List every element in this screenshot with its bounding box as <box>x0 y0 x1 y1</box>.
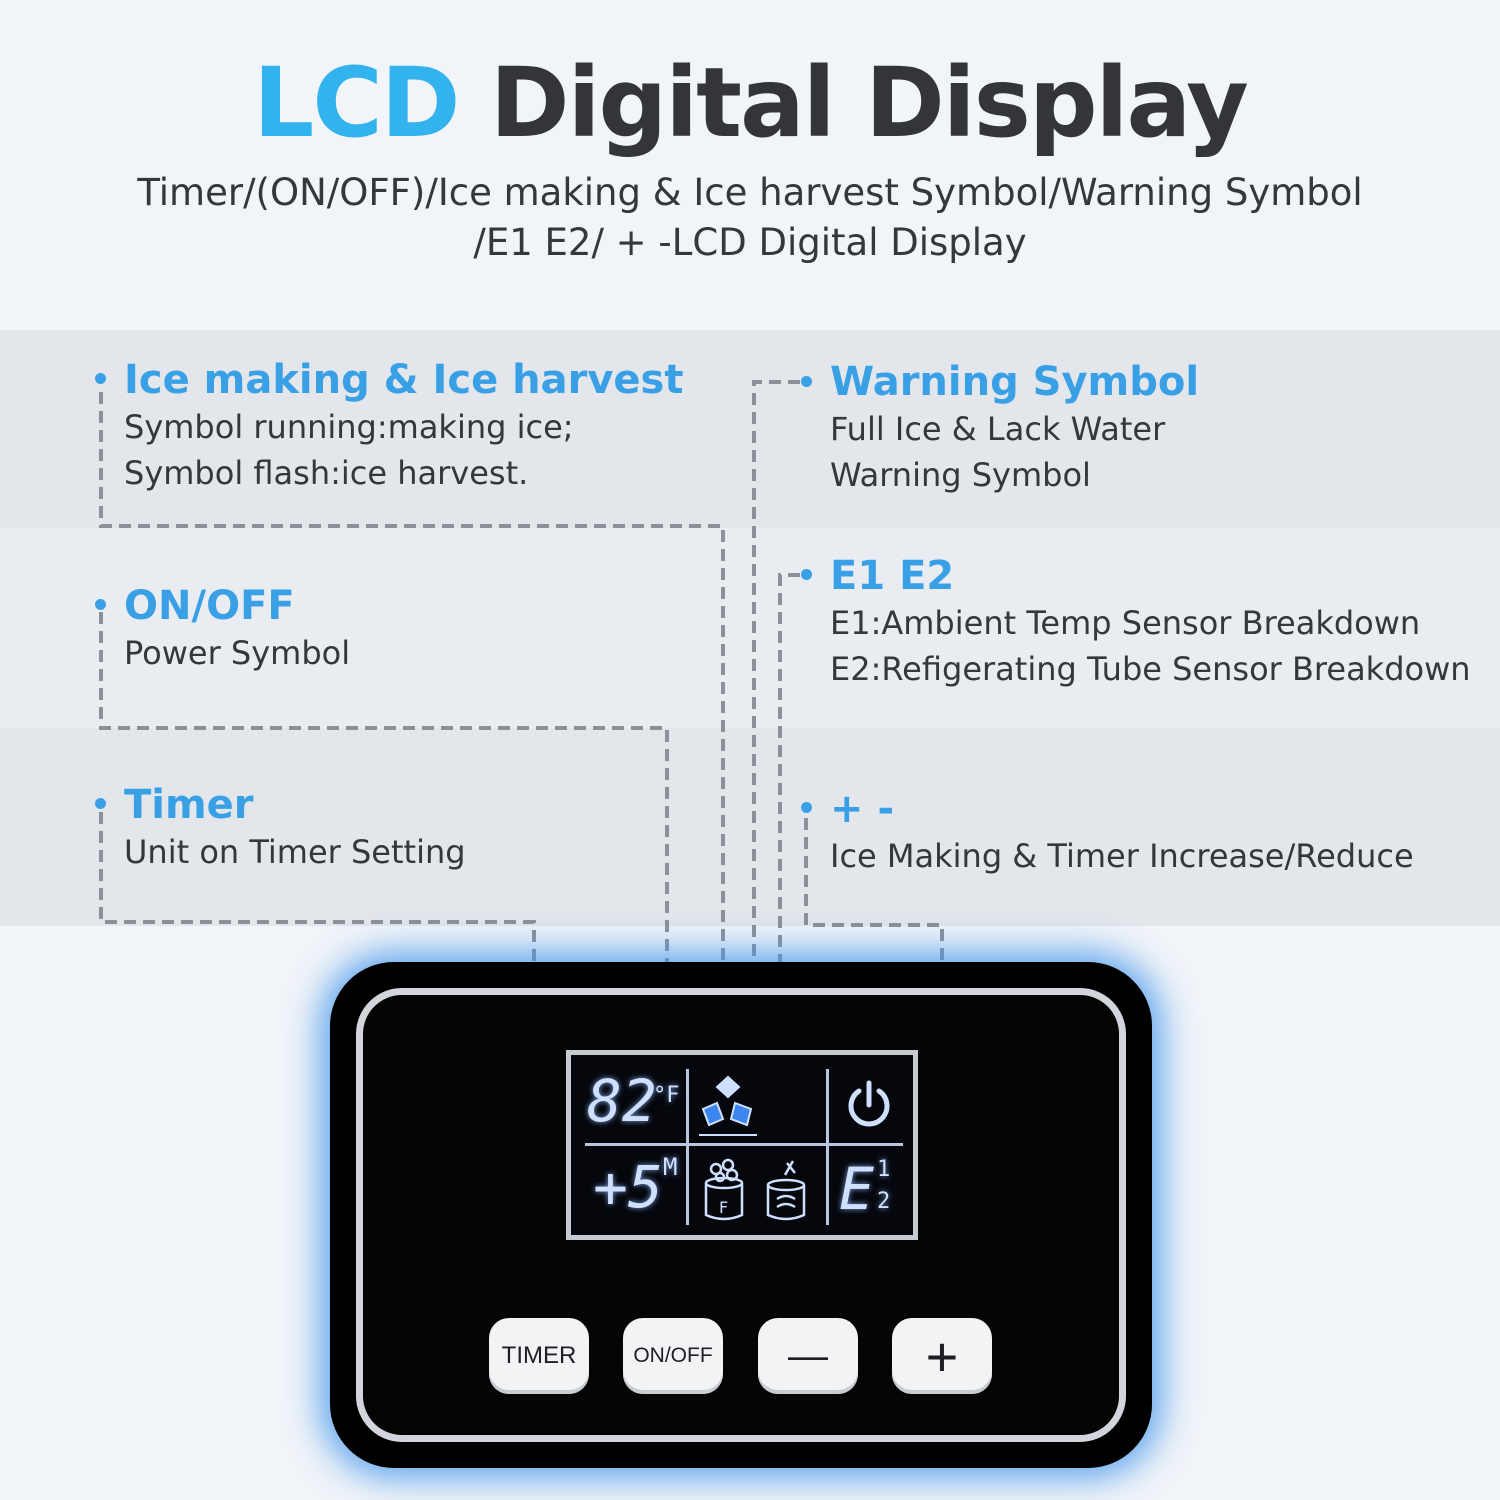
subtitle-line-2: /E1 E2/ + -LCD Digital Display <box>473 221 1027 264</box>
feature-warning: Warning Symbol Full Ice & Lack Water War… <box>830 358 1199 498</box>
leader-onoff <box>99 612 669 1330</box>
subtitle-line-1: Timer/(ON/OFF)/Ice making & Ice harvest … <box>137 171 1363 214</box>
lcd-error-num1: 1 <box>877 1157 891 1182</box>
full-ice-label: F <box>719 1198 728 1217</box>
bullet-dot <box>95 373 106 384</box>
feature-line: Ice Making & Timer Increase/Reduce <box>830 837 1414 875</box>
feature-plusminus: + - Ice Making & Timer Increase/Reduce <box>830 785 1414 879</box>
minus-button[interactable]: — <box>758 1318 858 1394</box>
feature-ice-making: Ice making & Ice harvest Symbol running:… <box>124 356 683 496</box>
power-icon <box>848 1080 890 1127</box>
plus-button[interactable]: + <box>892 1318 992 1394</box>
feature-heading: Timer <box>124 782 254 828</box>
timer-button[interactable]: TIMER <box>489 1318 589 1394</box>
lcd-error-letter: E <box>839 1155 874 1223</box>
feature-line: Symbol flash:ice harvest. <box>124 454 529 492</box>
feature-band-3 <box>0 728 1500 926</box>
lcd-timer-value: +5 <box>593 1153 663 1221</box>
feature-heading: + - <box>830 786 895 832</box>
lcd-error-num2: 2 <box>877 1189 891 1214</box>
feature-heading: Ice making & Ice harvest <box>124 357 684 403</box>
bullet-dot <box>801 569 812 580</box>
feature-heading: E1 E2 <box>830 553 955 599</box>
feature-heading: ON/OFF <box>124 583 295 629</box>
feature-line: Power Symbol <box>124 634 351 672</box>
lcd-divider <box>686 1069 689 1225</box>
leader-ice-making <box>99 392 725 1070</box>
bullet-dot <box>95 599 106 610</box>
onoff-button[interactable]: ON/OFF <box>623 1318 723 1394</box>
feature-band-1 <box>0 330 1500 528</box>
feature-line: Full Ice & Lack Water <box>830 410 1166 448</box>
feature-line: E1:Ambient Temp Sensor Breakdown <box>830 604 1421 642</box>
bullet-dot <box>801 376 812 387</box>
lcd-divider <box>585 1143 903 1146</box>
lcd-timer-unit: M <box>663 1153 678 1181</box>
ice-making-icon <box>699 1075 757 1136</box>
feature-e1e2: E1 E2 E1:Ambient Temp Sensor Breakdown E… <box>830 552 1471 692</box>
feature-line: Symbol running:making ice; <box>124 408 574 446</box>
feature-line: Warning Symbol <box>830 456 1091 494</box>
feature-timer: Timer Unit on Timer Setting <box>124 781 466 875</box>
feature-heading: Warning Symbol <box>830 359 1200 405</box>
leader-warning <box>752 380 800 1165</box>
full-ice-icon: F <box>704 1158 744 1221</box>
bullet-dot <box>801 802 812 813</box>
lcd-temperature: 82 <box>587 1067 657 1135</box>
title-rest: Digital Display <box>489 47 1249 159</box>
lcd-temp-unit: °F <box>653 1083 680 1108</box>
feature-onoff: ON/OFF Power Symbol <box>124 582 350 676</box>
lcd-screen: 82 °F +5 M F E <box>566 1050 918 1240</box>
page-title: LCD Digital Display <box>0 48 1500 158</box>
lcd-divider <box>826 1069 829 1225</box>
feature-band-2 <box>0 528 1500 728</box>
bullet-dot <box>95 798 106 809</box>
feature-line: E2:Refigerating Tube Sensor Breakdown <box>830 650 1471 688</box>
feature-line: Unit on Timer Setting <box>124 833 466 871</box>
title-accent: LCD <box>253 47 460 159</box>
lack-water-icon <box>766 1160 806 1221</box>
page-subtitle: Timer/(ON/OFF)/Ice making & Ice harvest … <box>0 168 1500 268</box>
